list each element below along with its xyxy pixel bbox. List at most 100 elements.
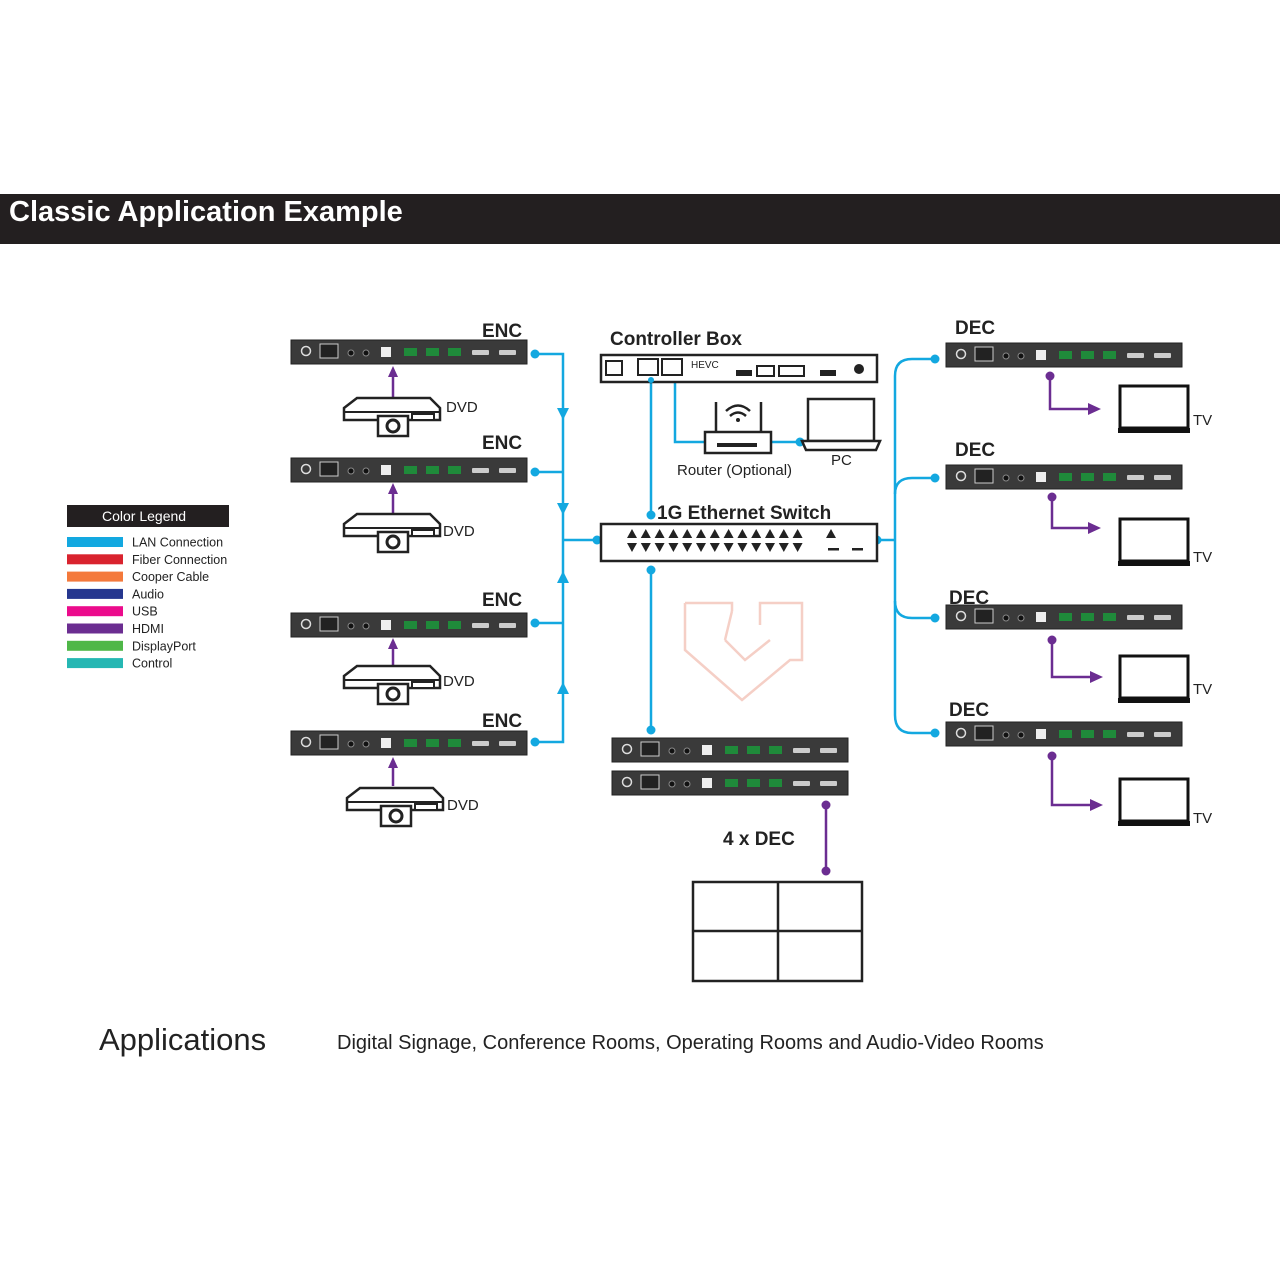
legend-label: Cooper Cable <box>132 570 209 584</box>
controller-box-label: Controller Box <box>610 329 742 350</box>
tv-label-1: TV <box>1193 412 1212 429</box>
wall-decoder-label: 4 x DEC <box>723 829 795 850</box>
switch-port-icon <box>696 529 706 538</box>
enc-label-3: ENC <box>482 590 522 611</box>
tv-hdmi-ends <box>1045 371 1103 811</box>
legend-label: USB <box>132 605 158 619</box>
encoder-3 <box>290 612 528 638</box>
legend-label: Fiber Connection <box>132 553 227 567</box>
dvd-label-2: DVD <box>443 523 475 540</box>
tv-label-3: TV <box>1193 681 1212 698</box>
switch-port-icon <box>737 529 748 538</box>
switch-port-icon <box>654 529 665 538</box>
legend-swatch <box>67 623 123 634</box>
dvd-label-3: DVD <box>443 673 475 690</box>
switch-port-icon <box>751 529 762 538</box>
enc-label-1: ENC <box>482 321 522 342</box>
switch-port-icon <box>709 543 720 552</box>
legend-label: DisplayPort <box>132 639 196 653</box>
tv-3 <box>1116 654 1192 705</box>
legend-swatch <box>67 588 123 599</box>
dec-label-3: DEC <box>949 588 989 609</box>
dvd-player-2 <box>342 512 442 554</box>
pc-label: PC <box>831 452 852 469</box>
switch-port-icon <box>737 543 748 552</box>
legend-swatch <box>67 606 123 617</box>
decoder-2 <box>945 464 1183 490</box>
dvd-player-4 <box>345 786 445 828</box>
title-banner <box>0 194 1280 244</box>
legend-swatch <box>67 640 123 651</box>
tv-4 <box>1116 777 1192 828</box>
switch-port-icon <box>792 529 803 538</box>
lan-arrows <box>557 408 569 694</box>
switch-uplink-icon <box>828 548 839 551</box>
tv-label-2: TV <box>1193 549 1212 566</box>
switch-port-icon <box>640 529 651 538</box>
dec-label-2: DEC <box>955 440 995 461</box>
pc-laptop <box>800 397 882 452</box>
tv-1 <box>1116 384 1192 435</box>
router <box>703 402 773 455</box>
switch-port-icon <box>627 543 637 552</box>
dvd-player-1 <box>342 396 442 438</box>
switch-uplink-icon <box>826 529 836 538</box>
decoder-4 <box>945 721 1183 747</box>
applications-heading: Applications <box>99 1022 267 1057</box>
legend-header <box>67 505 229 527</box>
decoder-1 <box>945 342 1183 368</box>
switch-port-icon <box>778 529 789 538</box>
switch-port-icon <box>668 529 679 538</box>
controller-box <box>599 353 879 384</box>
legend-title: Color Legend <box>102 508 186 524</box>
router-label: Router (Optional) <box>677 462 792 479</box>
legend-label: Control <box>132 657 172 671</box>
encoder-1 <box>290 339 528 365</box>
switch-port-icon <box>668 543 679 552</box>
switch-port-icon <box>778 543 789 552</box>
switch-port-icon <box>723 529 734 538</box>
enc-lan-lines <box>535 352 935 744</box>
encoder-2 <box>290 457 528 483</box>
switch-port-icon <box>709 529 720 538</box>
wall-decoder-1 <box>611 737 849 763</box>
legend-label: LAN Connection <box>132 536 223 550</box>
switch-port-icon <box>765 543 775 552</box>
legend-swatch <box>67 658 123 669</box>
switch-port-icon <box>654 543 665 552</box>
dvd-label-1: DVD <box>446 399 478 416</box>
applications-text: Digital Signage, Conference Rooms, Opera… <box>337 1032 1044 1054</box>
page-title: Classic Application Example <box>9 196 403 228</box>
switch-port-icon <box>696 543 706 552</box>
switch-port-icon <box>792 543 803 552</box>
tv-2 <box>1116 517 1192 568</box>
switch-port-icon <box>723 543 734 552</box>
switch-port-icon <box>765 529 775 538</box>
legend-swatch <box>67 571 123 582</box>
switch-port-icon <box>627 529 637 538</box>
dec-label-1: DEC <box>955 318 995 339</box>
legend-label: Audio <box>132 587 164 601</box>
enc-label-4: ENC <box>482 711 522 732</box>
dvd-player-3 <box>342 664 442 706</box>
switch-label: 1G Ethernet Switch <box>657 503 831 524</box>
switch-port-icon <box>682 529 693 538</box>
wall-hdmi-line <box>821 800 831 876</box>
ethernet-switch <box>599 522 879 563</box>
legend-swatch <box>67 554 123 565</box>
watermark-logo <box>683 601 804 702</box>
switch-port-icon <box>640 543 651 552</box>
enc-label-2: ENC <box>482 433 522 454</box>
dec-label-4: DEC <box>949 700 989 721</box>
dvd-hdmi-lines <box>388 366 398 786</box>
legend-label: HDMI <box>132 622 164 636</box>
switch-port-icon <box>682 543 693 552</box>
video-wall <box>691 880 864 983</box>
tv-label-4: TV <box>1193 810 1212 827</box>
controller-lan-dot <box>648 377 654 383</box>
legend-swatch <box>67 537 123 547</box>
tv-hdmi-lines <box>1048 376 1090 807</box>
wall-decoder-2 <box>611 770 849 796</box>
